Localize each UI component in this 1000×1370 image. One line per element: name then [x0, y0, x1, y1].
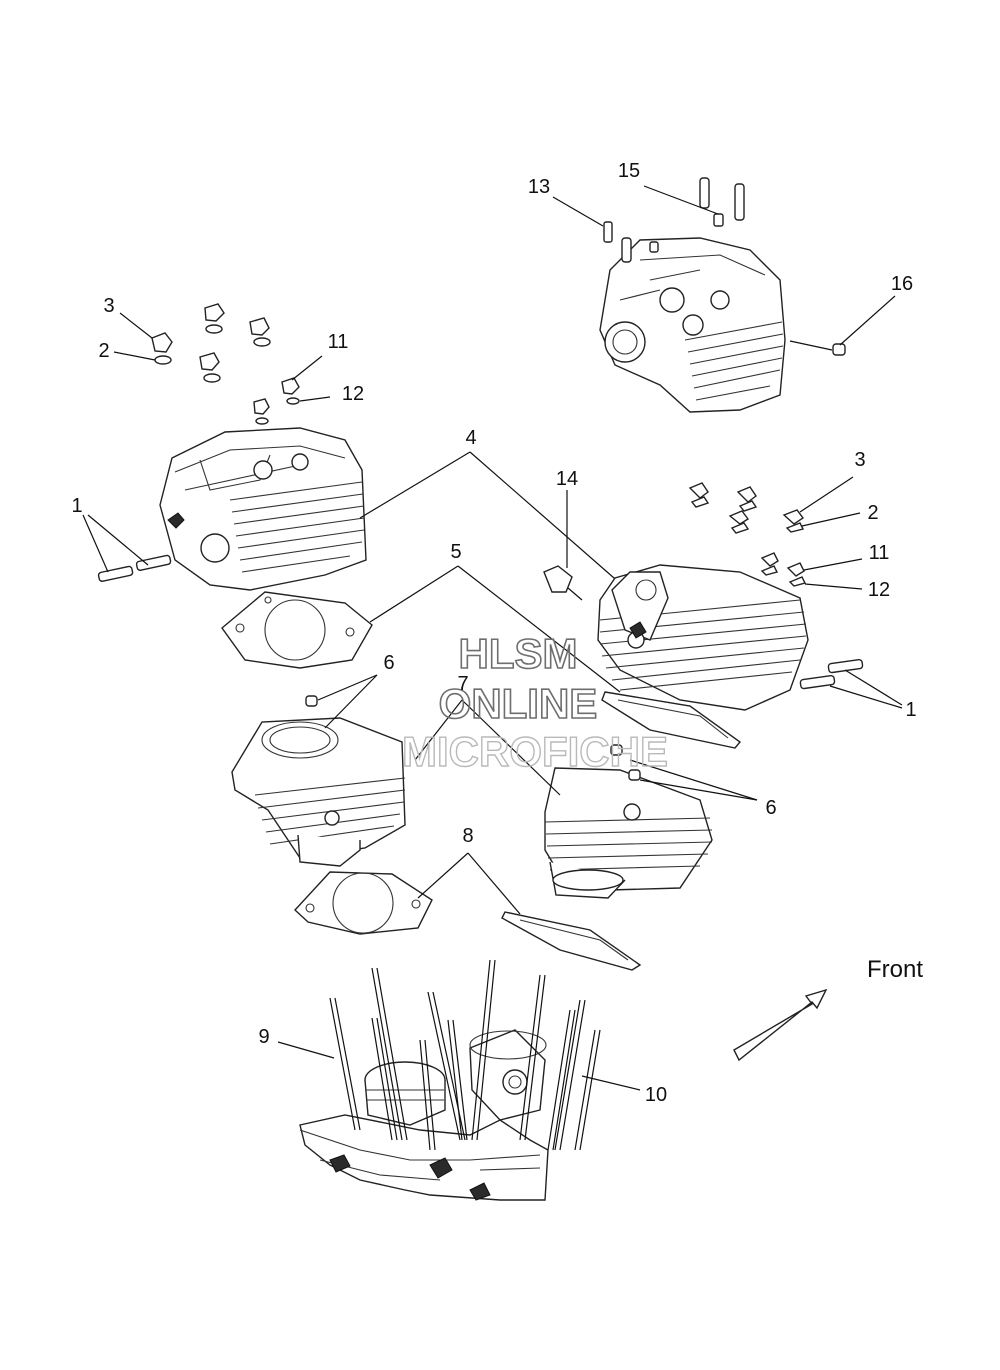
cylinder-right — [544, 744, 713, 899]
callout-5: 5 — [450, 541, 461, 563]
front-label: Front — [867, 956, 923, 983]
callout-9: 9 — [258, 1026, 269, 1048]
callout-15: 15 — [618, 160, 640, 182]
callout-8: 8 — [462, 825, 473, 847]
callout-10: 10 — [645, 1084, 667, 1106]
watermark-line-2: ONLINE — [439, 680, 598, 727]
cylinder-head-right — [597, 564, 809, 711]
callout-2-left: 2 — [98, 340, 109, 362]
callout-1-right: 1 — [905, 699, 916, 721]
callout-7: 7 — [457, 673, 468, 695]
watermark-line-1: HLSM — [459, 630, 578, 677]
dowel-pins-left — [97, 554, 172, 582]
head-gasket-right — [601, 691, 742, 749]
hardware-left-nuts-washers — [151, 303, 300, 425]
callout-6-right: 6 — [765, 797, 776, 819]
callout-14: 14 — [556, 468, 578, 490]
base-gasket-left — [294, 871, 433, 935]
cylinder-head-left — [159, 427, 367, 591]
callout-13: 13 — [528, 176, 550, 198]
callout-16: 16 — [891, 273, 913, 295]
callout-labels: 1 1 2 2 3 3 4 5 6 6 7 8 9 10 11 11 12 12… — [71, 160, 923, 1106]
dowel-pins-right — [799, 658, 864, 690]
cylinder-head-top-right — [599, 177, 846, 413]
watermark-line-3: MICROFICHE — [402, 728, 668, 775]
callout-11-right: 11 — [869, 542, 890, 564]
callout-3-left: 3 — [103, 295, 114, 317]
crankcase-assembly — [299, 1029, 549, 1201]
base-gasket-right — [501, 911, 642, 971]
head-gasket-left — [221, 591, 373, 669]
front-direction-arrow — [733, 988, 828, 1062]
callout-1-left: 1 — [71, 495, 82, 517]
callout-3-right: 3 — [854, 449, 865, 471]
callout-11-left: 11 — [328, 331, 349, 353]
callout-12-right: 12 — [868, 579, 890, 601]
watermark: HLSM ONLINE MICROFICHE — [401, 629, 668, 776]
hardware-right-nuts-washers — [688, 482, 807, 587]
callout-2-right: 2 — [867, 502, 878, 524]
cylinder-left — [231, 695, 406, 867]
callout-12-left: 12 — [342, 383, 364, 405]
cylinder-studs — [329, 959, 601, 1151]
callout-6-left: 6 — [383, 652, 394, 674]
callout-4: 4 — [465, 427, 476, 449]
temperature-sensor — [543, 565, 583, 601]
